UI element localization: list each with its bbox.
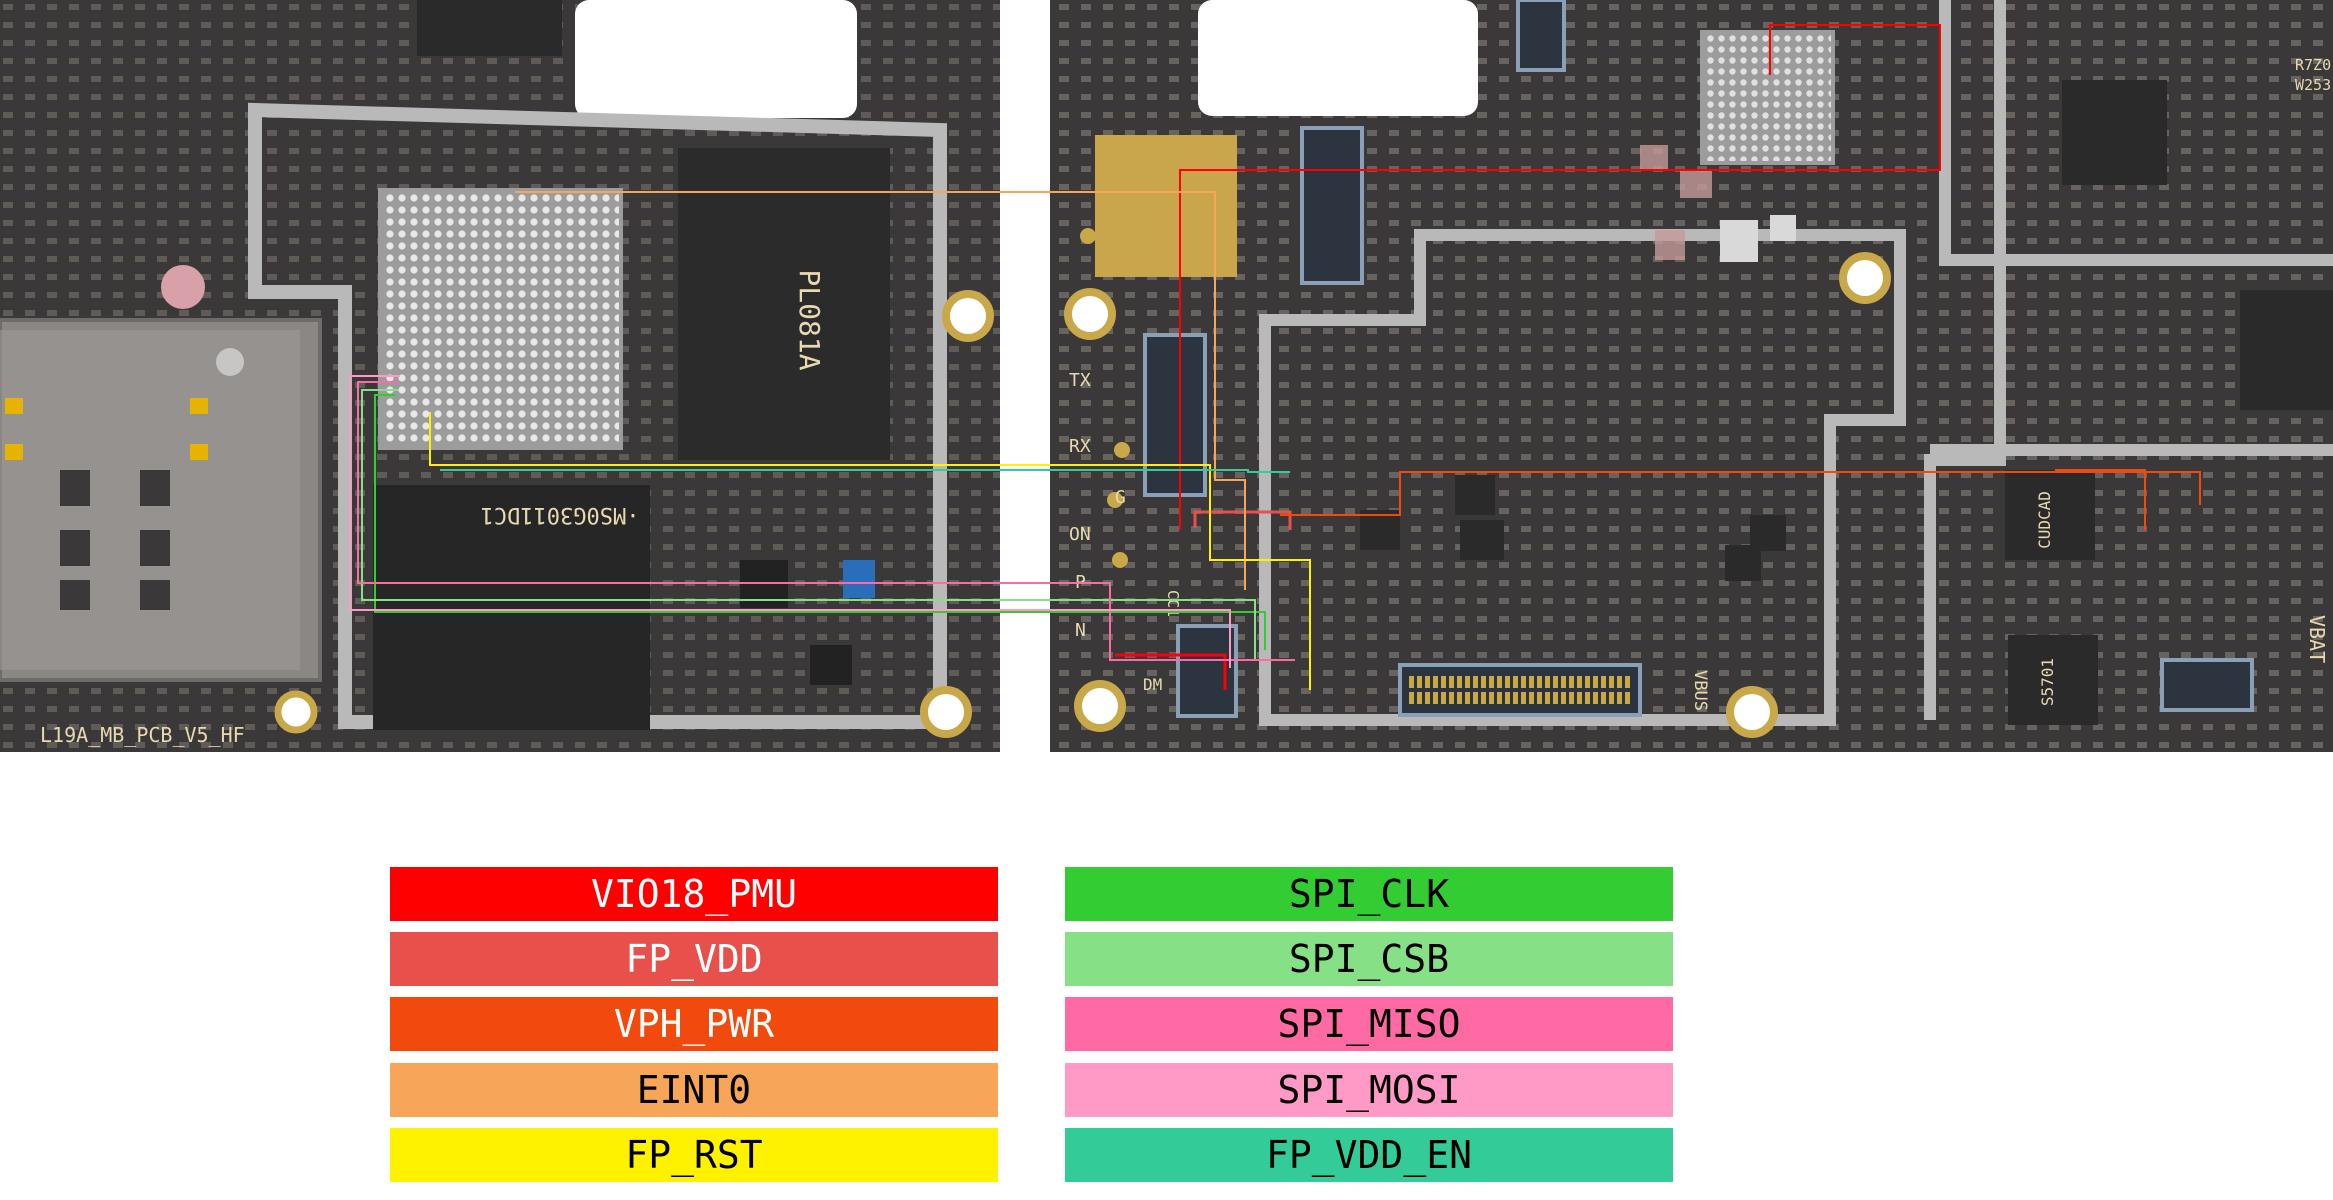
legend-label: FP_VDD_EN [1266,1133,1472,1177]
legend-item-vio18-pmu: VIO18_PMU [390,867,998,921]
board-connector [1300,126,1364,285]
legend-item-eint0: EINT0 [390,1063,998,1117]
codec-marking: CUDCAD [2035,491,2054,549]
trace-fp-vdd-en [440,469,1290,473]
trace-fp-vdd [1193,510,1292,530]
legend-label: EINT0 [636,1068,752,1112]
board-cutout [1198,0,1478,116]
trace-spi-mosi [349,375,1231,668]
trace-vph-pwr [1280,471,2201,516]
trace-fp-rst [429,412,1311,690]
legend-item-vph-pwr: VPH_PWR [390,997,998,1051]
pcb-board-photo: PL081A ·MS0G3011DC1 L19A_MB_PCB_V5_HF [0,0,2333,752]
shield-frame [1259,229,1906,726]
pmic-marking-bottom: W253 [2295,76,2331,94]
pmic-marking-top: R7Z0 [2295,56,2331,74]
fpc-connector [1143,333,1207,497]
signal-traces [349,24,2201,690]
legend-item-spi-csb: SPI_CSB [1065,932,1673,986]
legend-label: SPI_MOSI [1277,1068,1461,1112]
trace-vio18-pmu [1179,24,1941,530]
legend-item-fp-vdd-en: FP_VDD_EN [1065,1128,1673,1182]
label-n: N [1075,620,1086,641]
charger-chip [2008,635,2098,725]
legend-label: SPI_CLK [1288,872,1450,916]
legend-item-spi-clk: SPI_CLK [1065,867,1673,921]
trace-spi-csb [361,389,1256,660]
legend-label: FP_RST [625,1133,763,1177]
label-vbat: VBAT [2305,615,2329,663]
charger-marking: S5701 [2038,658,2057,706]
trace-spi-miso [357,381,1295,661]
codec-chip [2005,470,2095,560]
emmc-marking: ·MS0G3011DC1 [481,502,640,527]
trace-eint0 [515,191,1246,590]
board-cutout [575,0,857,118]
ram-marking: PL081A [793,269,826,370]
label-cc1: CC1 [1164,590,1182,617]
label-dm: DM [1143,675,1162,694]
legend-label: VIO18_PMU [591,872,797,916]
ram-chip [678,148,890,460]
legend-item-fp-rst: FP_RST [390,1128,998,1182]
legend-label: SPI_MISO [1277,1002,1461,1046]
label-g: G [1115,487,1126,508]
legend-item-fp-vdd: FP_VDD [390,932,998,986]
left-board-section: PL081A ·MS0G3011DC1 L19A_MB_PCB_V5_HF [0,0,1000,752]
emmc-chip [373,485,650,730]
label-tx: TX [1069,370,1091,391]
legend-item-spi-mosi: SPI_MOSI [1065,1063,1673,1117]
label-on: ON [1069,524,1091,545]
legend-label: FP_VDD [625,937,763,981]
label-vbus: VBUS [1690,670,1710,711]
legend-item-spi-miso: SPI_MISO [1065,997,1673,1051]
pcb-label: L19A_MB_PCB_V5_HF [40,723,245,747]
shield-frame [248,102,947,729]
right-board-section: CUDCAD S5701 R7Z0 W253 TX RX [1050,0,2333,752]
legend-label: VPH_PWR [613,1002,775,1046]
label-rx: RX [1069,436,1091,457]
fingerprint-connector [1176,624,1238,718]
legend-label: SPI_CSB [1288,937,1450,981]
trace-spi-clk [374,394,1266,650]
gold-contact-pad [1095,135,1237,277]
